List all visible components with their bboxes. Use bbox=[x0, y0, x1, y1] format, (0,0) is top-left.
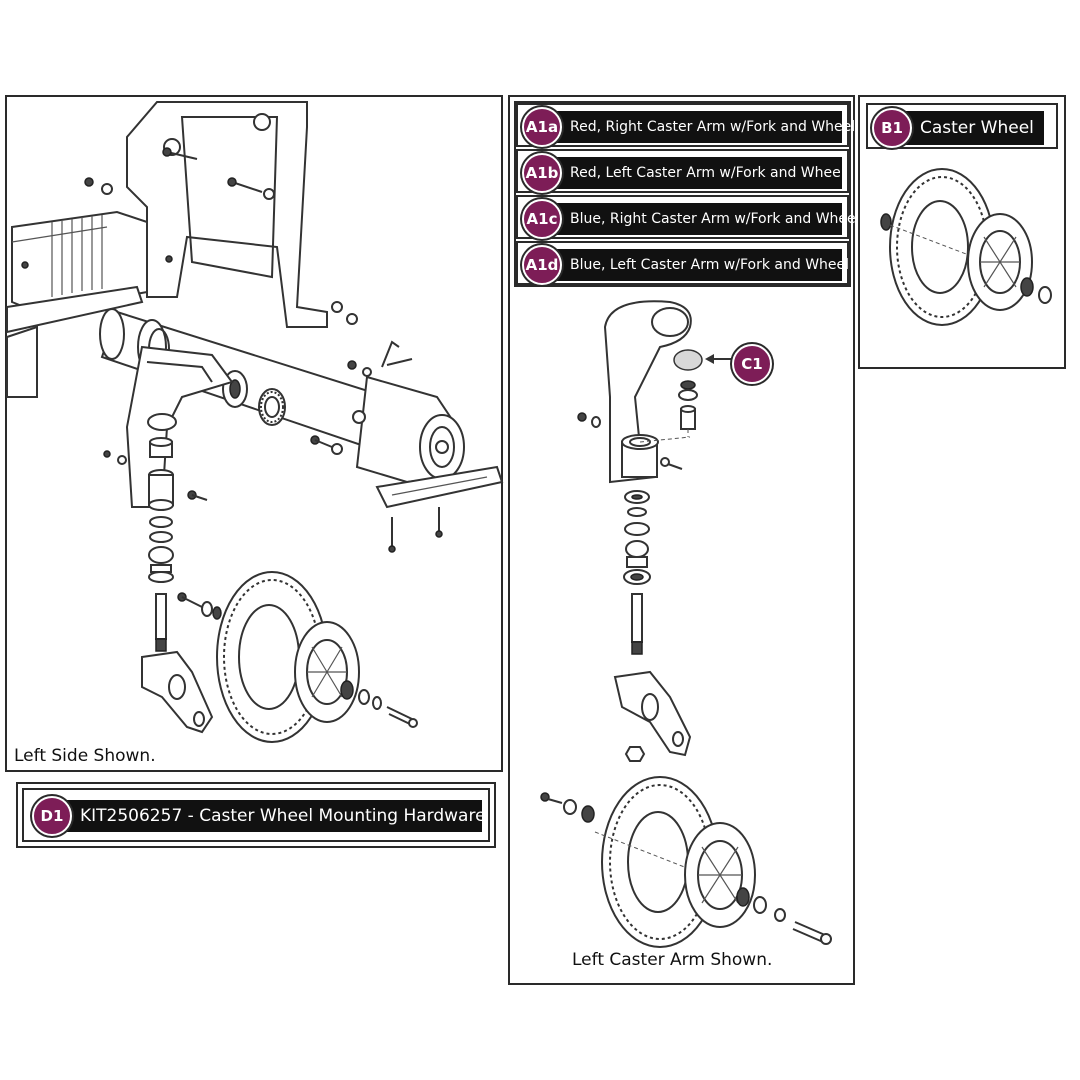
caster-wheel-drawing bbox=[880, 168, 1052, 326]
c1-callout: C1 bbox=[732, 344, 772, 384]
a1d-badge: A1d bbox=[522, 245, 562, 285]
b1-text: Caster Wheel bbox=[906, 111, 1044, 145]
b1-callout: B1 Caster Wheel bbox=[872, 108, 1044, 148]
caster-wheel-panel: B1 Caster Wheel bbox=[858, 95, 1066, 369]
d1-label-frame: D1 KIT2506257 - Caster Wheel Mounting Ha… bbox=[16, 782, 496, 848]
caster-arm-exploded-drawing bbox=[540, 300, 832, 948]
left-assembly-panel: Left Side Shown. bbox=[5, 95, 504, 772]
b1-badge: B1 bbox=[872, 108, 912, 148]
a1b-callout: A1b Red, Left Caster Arm w/Fork and Whee… bbox=[522, 153, 845, 193]
a1a-badge: A1a bbox=[522, 107, 562, 147]
middle-panel-caption: Left Caster Arm Shown. bbox=[572, 950, 773, 970]
a1b-badge: A1b bbox=[522, 153, 562, 193]
a1a-callout: A1a Red, Right Caster Arm w/Fork and Whe… bbox=[522, 107, 855, 147]
a1c-badge: A1c bbox=[522, 199, 562, 239]
d1-text: KIT2506257 - Caster Wheel Mounting Hardw… bbox=[66, 800, 486, 832]
a1d-callout: A1d Blue, Left Caster Arm w/Fork and Whe… bbox=[522, 245, 849, 285]
a1c-text: Blue, Right Caster Arm w/Fork and Wheel bbox=[556, 203, 860, 235]
a1b-text: Red, Left Caster Arm w/Fork and Wheel bbox=[556, 157, 845, 189]
left-panel-caption: Left Side Shown. bbox=[14, 746, 156, 766]
c1-badge: C1 bbox=[732, 344, 772, 384]
frame-assembly-drawing bbox=[6, 101, 504, 743]
a1a-text: Red, Right Caster Arm w/Fork and Wheel bbox=[556, 111, 855, 143]
d1-callout: D1 KIT2506257 - Caster Wheel Mounting Ha… bbox=[32, 796, 486, 836]
middle-caster-panel: A1a Red, Right Caster Arm w/Fork and Whe… bbox=[508, 95, 860, 985]
d1-badge: D1 bbox=[32, 796, 72, 836]
a1c-callout: A1c Blue, Right Caster Arm w/Fork and Wh… bbox=[522, 199, 860, 239]
a1d-text: Blue, Left Caster Arm w/Fork and Wheel bbox=[556, 249, 849, 281]
